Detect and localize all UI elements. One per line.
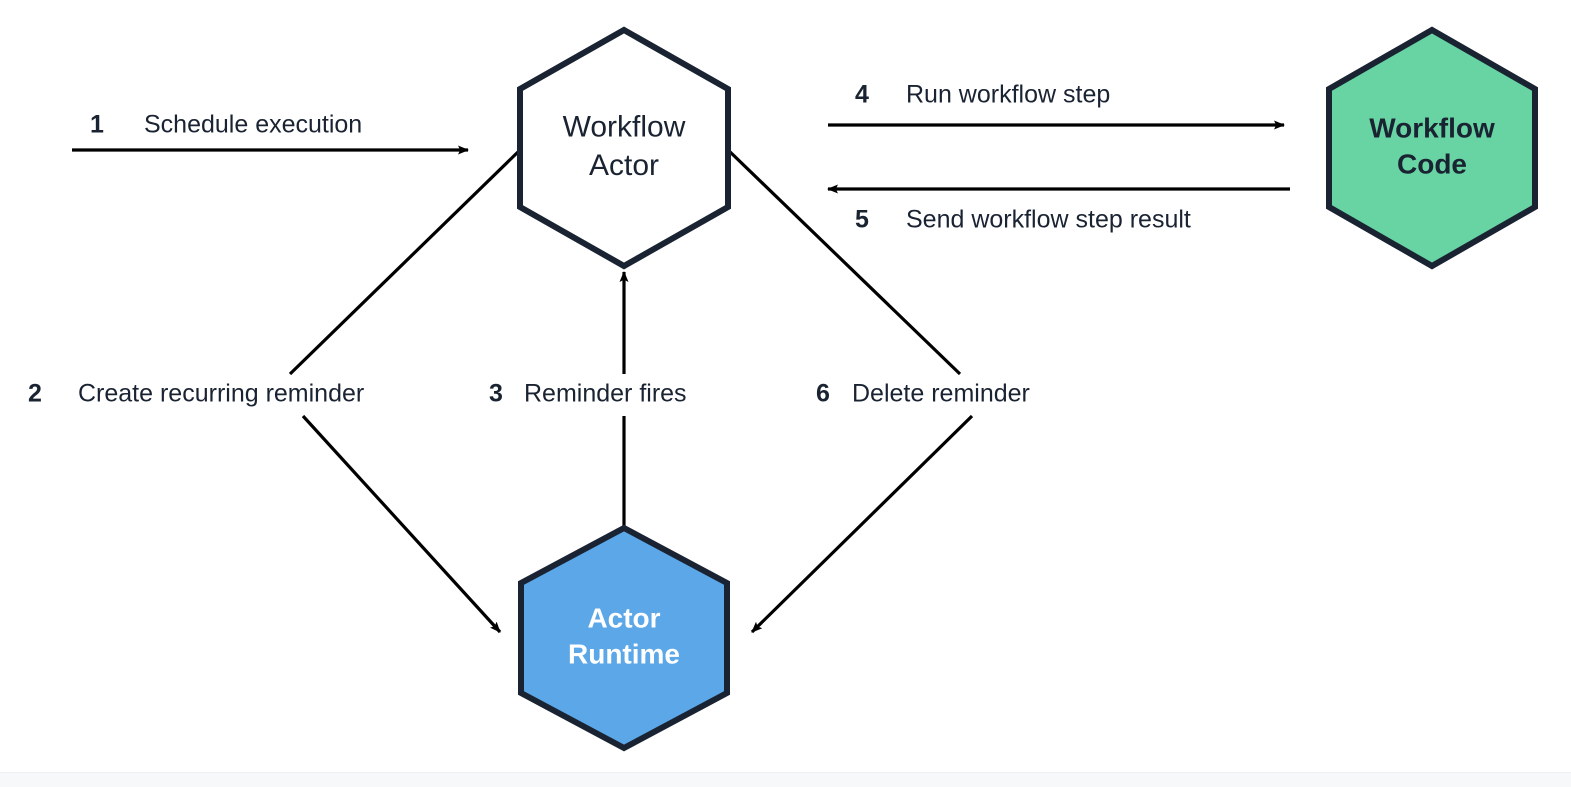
edge-run-workflow-step-label: 4 Run workflow step — [855, 81, 1110, 109]
actor-runtime-node-label-line-0: Actor — [587, 602, 660, 633]
edge-run-workflow-step-text: Run workflow step — [906, 81, 1110, 109]
edge-delete-reminder-label: 6 Delete reminder — [816, 380, 1030, 408]
edge-send-workflow-step-result-label: 5 Send workflow step result — [855, 206, 1191, 234]
edge-create-recurring-reminder-number: 2 — [28, 380, 42, 408]
edge-schedule-execution-number: 1 — [90, 111, 104, 139]
edge-schedule-execution-text: Schedule execution — [144, 111, 362, 139]
edge-delete-reminder-line — [724, 146, 974, 632]
edge-reminder-fires-label: 3 Reminder fires — [489, 380, 687, 408]
edge-delete-reminder-text: Delete reminder — [852, 380, 1030, 408]
edge-create-recurring-reminder-label: 2 Create recurring reminder — [28, 380, 364, 408]
workflow-actor-node-shape — [517, 26, 731, 270]
actor-runtime-node-shape — [518, 524, 730, 752]
edge-create-recurring-reminder-text: Create recurring reminder — [78, 380, 364, 408]
edge-labels-layer: 1 Schedule execution 2 Create recurring rem… — [28, 81, 1191, 408]
edge-reminder-fires-text: Reminder fires — [524, 380, 687, 408]
edge-run-workflow-step-number: 4 — [855, 81, 869, 109]
edge-send-workflow-step-result-number: 5 — [855, 206, 869, 234]
footer-band — [0, 772, 1571, 787]
edge-schedule-execution-label: 1 Schedule execution — [90, 111, 362, 139]
workflow-actor-node-label-line-1: Actor — [589, 149, 659, 182]
workflow-code-node-shape — [1326, 26, 1538, 270]
workflow-actor-node-label-line-0: Workflow — [563, 111, 686, 144]
edge-delete-reminder-number: 6 — [816, 380, 830, 408]
actor-runtime-node-label-line-1: Runtime — [568, 638, 680, 669]
edge-reminder-fires-number: 3 — [489, 380, 503, 408]
edge-create-recurring-reminder-line — [288, 148, 522, 632]
edges-layer — [72, 120, 1290, 632]
workflow-code-node-label-line-0: Workflow — [1369, 112, 1495, 143]
workflow-code-node-label-line-1: Code — [1397, 148, 1467, 179]
edge-send-workflow-step-result-text: Send workflow step result — [906, 206, 1191, 234]
